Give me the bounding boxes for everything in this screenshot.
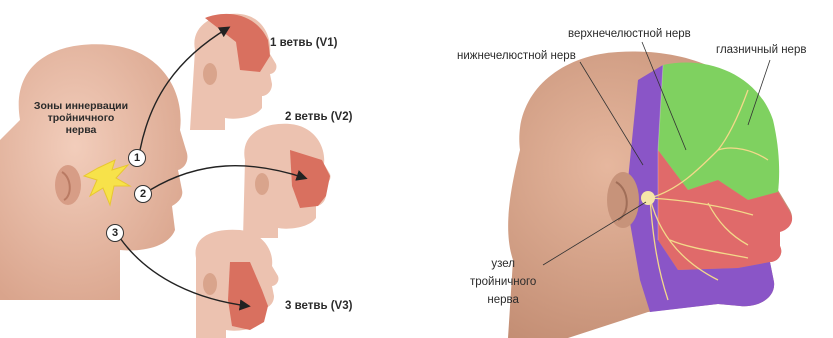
branch-number-1: 1 [128, 149, 146, 167]
label-maxillary: верхнечелюстной нерв [568, 28, 691, 40]
branch-number-2: 2 [134, 185, 152, 203]
branch-number-3: 3 [106, 224, 124, 242]
branch-label-v1: 1 ветвь (V1) [270, 37, 337, 49]
branch-label-v2: 2 ветвь (V2) [285, 111, 352, 123]
label-ophthalmic: глазничный нерв [716, 44, 806, 56]
left-panel: Зоны иннервации тройничного нерва 1 2 3 … [0, 0, 410, 338]
right-panel: верхнечелюстной нерв нижнечелюстной нерв… [418, 0, 833, 338]
label-ganglion: узел тройничного нерва [470, 255, 536, 309]
main-ear [55, 165, 81, 205]
zone-title: Зоны иннервации тройничного нерва [22, 100, 140, 136]
branch-label-v3: 3 ветвь (V3) [285, 300, 352, 312]
left-illustration [0, 0, 410, 338]
head-v2 [243, 124, 330, 238]
label-mandibular: нижнечелюстной нерв [457, 50, 576, 62]
profile-ear [607, 172, 639, 228]
head-v1 [190, 14, 276, 130]
ganglion-node [641, 191, 655, 205]
head-v3 [196, 230, 279, 338]
